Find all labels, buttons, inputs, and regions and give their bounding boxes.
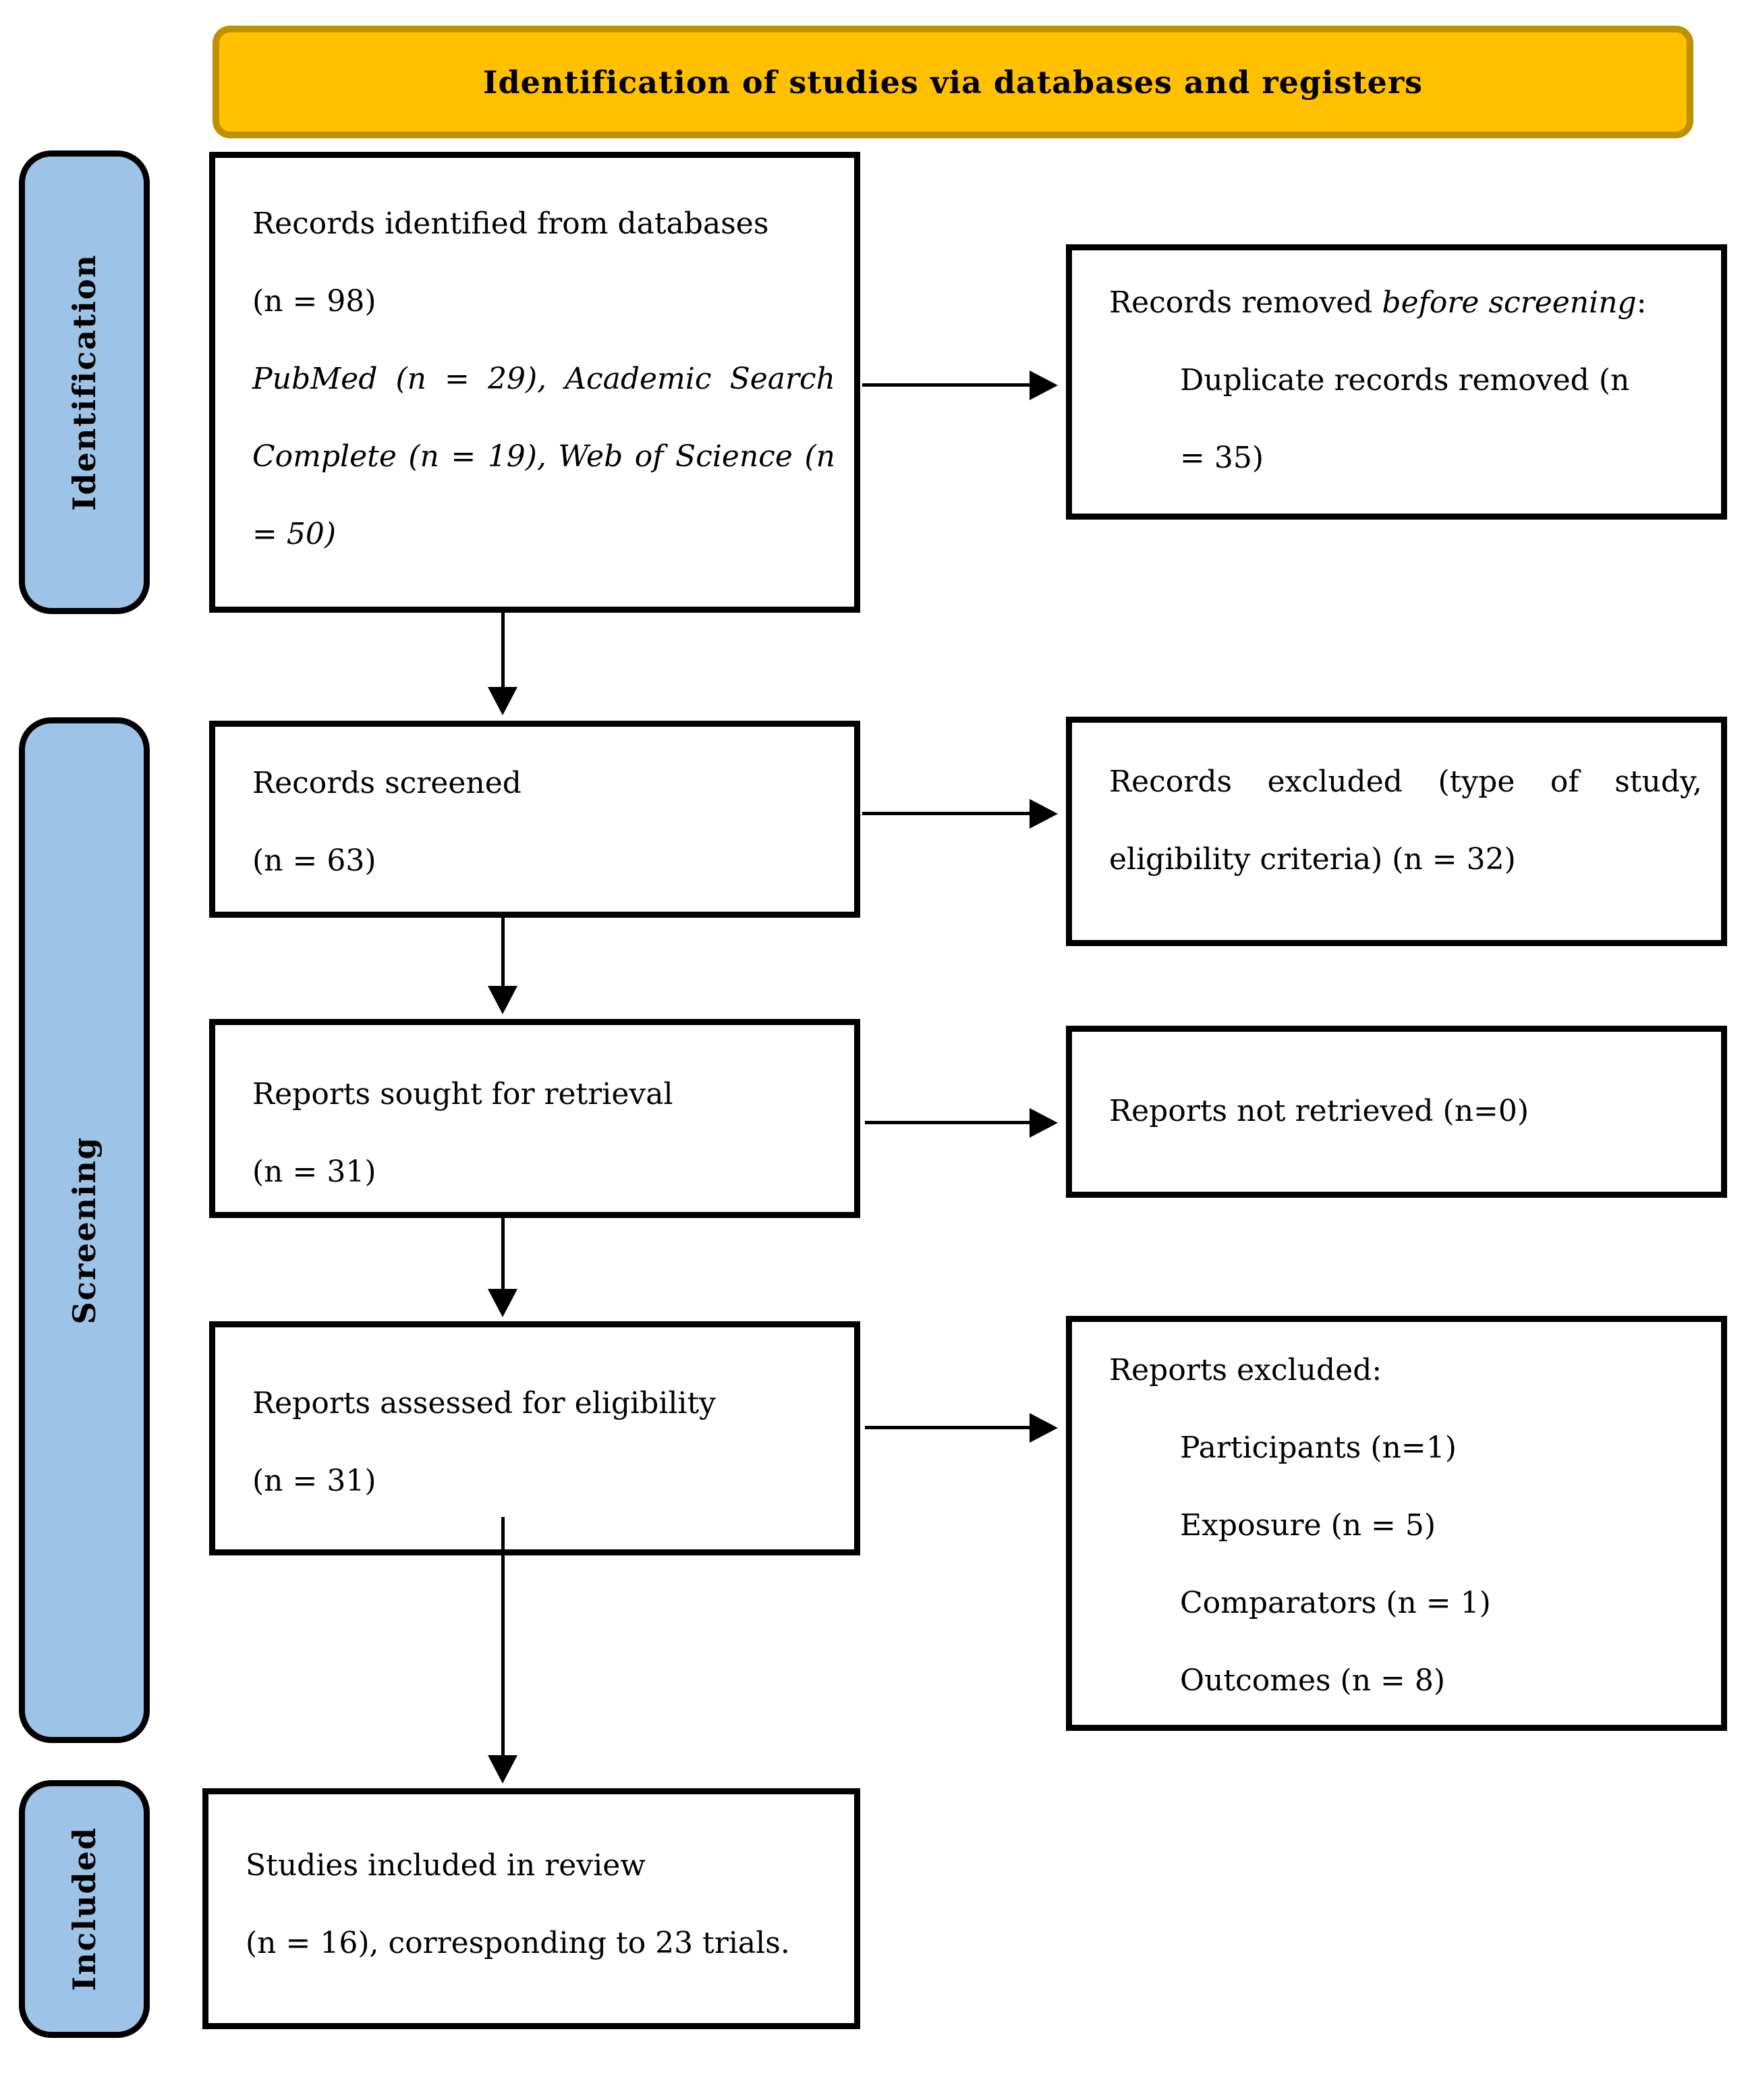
stage-identification: Identification <box>19 150 150 614</box>
arrow-head-right-icon <box>1030 1108 1058 1138</box>
arrow-head-right-icon <box>1030 799 1058 829</box>
text-line: (n = 31) <box>252 1155 376 1189</box>
box-records-removed: Records removed before screening: Duplic… <box>1066 244 1727 520</box>
text-line: eligibility criteria) (n = 32) <box>1109 842 1516 877</box>
box-reports-assessed: Reports assessed for eligibility (n = 31… <box>209 1321 860 1555</box>
arrow-shaft <box>501 613 505 688</box>
text-line: (n = 16), corresponding to 23 trials. <box>246 1926 790 1960</box>
box-reports-not-retrieved: Reports not retrieved (n=0) <box>1066 1026 1727 1198</box>
text-line: Records identified from databases <box>252 206 769 241</box>
text-line: Records removed before screening: <box>1109 285 1647 320</box>
text-line: Records excluded (type of study, <box>1109 765 1702 799</box>
box-studies-included: Studies included in review (n = 16), cor… <box>202 1788 860 2029</box>
arrow-head-right-icon <box>1030 370 1058 400</box>
text-line: (n = 31) <box>252 1464 376 1498</box>
text-line: Reports not retrieved (n=0) <box>1109 1094 1529 1128</box>
text-line: Reports assessed for eligibility <box>252 1386 716 1420</box>
box-records-excluded: Records excluded (type of study, eligibi… <box>1066 717 1727 946</box>
text-line: = 50) <box>252 517 337 551</box>
stage-screening: Screening <box>19 717 150 1743</box>
text-line: Duplicate records removed (n <box>1180 363 1630 397</box>
arrow-shaft <box>862 383 1031 387</box>
arrow-shaft <box>865 1121 1031 1124</box>
arrow-shaft <box>501 918 505 987</box>
box-reports-sought: Reports sought for retrieval (n = 31) <box>209 1019 860 1218</box>
banner-title: Identification of studies via databases … <box>482 63 1424 101</box>
text-line: Records screened <box>252 766 522 800</box>
stage-included-label: Included <box>66 1827 103 1991</box>
text-line: Reports excluded: <box>1109 1353 1382 1387</box>
box-records-screened: Records screened (n = 63) <box>209 721 860 918</box>
box-reports-excluded: Reports excluded: Participants (n=1) Exp… <box>1066 1316 1727 1731</box>
arrow-shaft <box>862 812 1031 815</box>
text-line: Participants (n=1) <box>1180 1431 1457 1465</box>
text-line: = 35) <box>1180 441 1264 475</box>
text-line: Outcomes (n = 8) <box>1180 1663 1446 1698</box>
arrow-head-down-icon <box>488 687 517 715</box>
arrow-shaft <box>865 1426 1031 1429</box>
text-line: Exposure (n = 5) <box>1180 1508 1436 1543</box>
arrow-head-right-icon <box>1030 1413 1058 1443</box>
box-records-identified: Records identified from databases (n = 9… <box>209 152 860 613</box>
text-line: Reports sought for retrieval <box>252 1077 673 1111</box>
arrow-head-down-icon <box>488 1755 517 1784</box>
text-line: Comparators (n = 1) <box>1180 1586 1491 1620</box>
text-line: (n = 63) <box>252 844 376 878</box>
text-line: Complete (n = 19), Web of Science (n <box>252 439 835 474</box>
arrow-shaft <box>501 1517 505 1757</box>
stage-identification-label: Identification <box>66 253 103 512</box>
arrow-shaft <box>501 1218 505 1290</box>
stage-included: Included <box>19 1780 150 2038</box>
text-line: Studies included in review <box>246 1848 646 1883</box>
arrow-head-down-icon <box>488 986 517 1014</box>
stage-screening-label: Screening <box>66 1136 103 1325</box>
text-line: PubMed (n = 29), Academic Search <box>252 362 835 396</box>
banner: Identification of studies via databases … <box>213 26 1693 138</box>
text-line: (n = 98) <box>252 284 376 319</box>
arrow-head-down-icon <box>488 1289 517 1317</box>
